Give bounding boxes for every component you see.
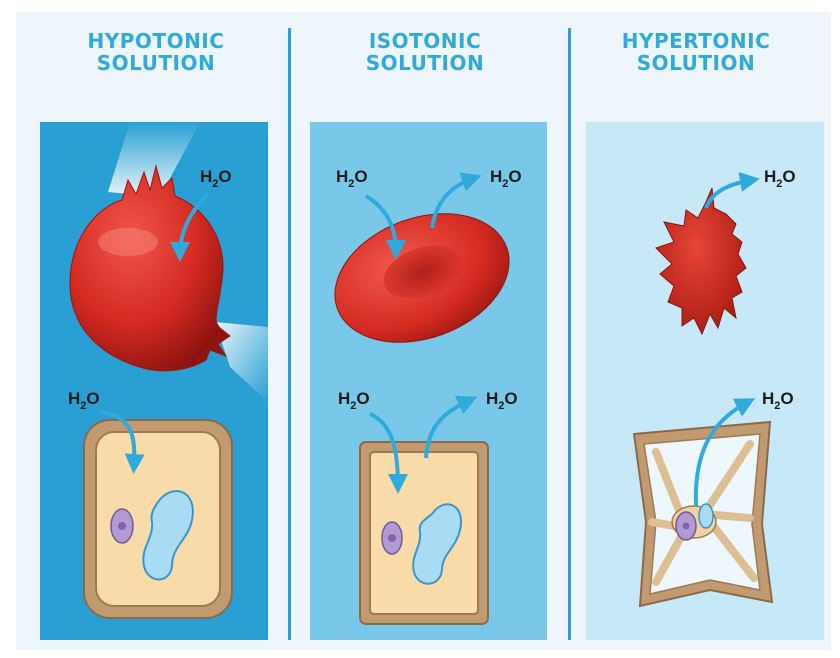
isotonic-title-line1: ISOTONIC: [295, 30, 555, 52]
nucleolus: [683, 523, 690, 530]
nucleolus: [118, 522, 126, 530]
hypertonic-title-line1: HYPERTONIC: [566, 30, 826, 52]
vacuole: [699, 504, 713, 528]
column-divider-2: [568, 28, 571, 640]
hypotonic-panel: H2O H2O: [40, 122, 268, 640]
nucleolus: [388, 534, 396, 542]
isotonic-title-line2: SOLUTION: [295, 52, 555, 74]
column-divider-1: [288, 28, 291, 640]
hypertonic-panel: H2O H2O: [586, 122, 824, 640]
isotonic-title: ISOTONIC SOLUTION: [295, 30, 555, 74]
hypertonic-title: HYPERTONIC SOLUTION: [566, 30, 826, 74]
hypotonic-title: HYPOTONIC SOLUTION: [26, 30, 286, 74]
isotonic-panel: H2O H2O H2O H2O: [310, 122, 547, 640]
hypotonic-title-line2: SOLUTION: [26, 52, 286, 74]
cell-highlight: [98, 228, 158, 256]
hypotonic-title-line1: HYPOTONIC: [26, 30, 286, 52]
hypertonic-title-line2: SOLUTION: [566, 52, 826, 74]
